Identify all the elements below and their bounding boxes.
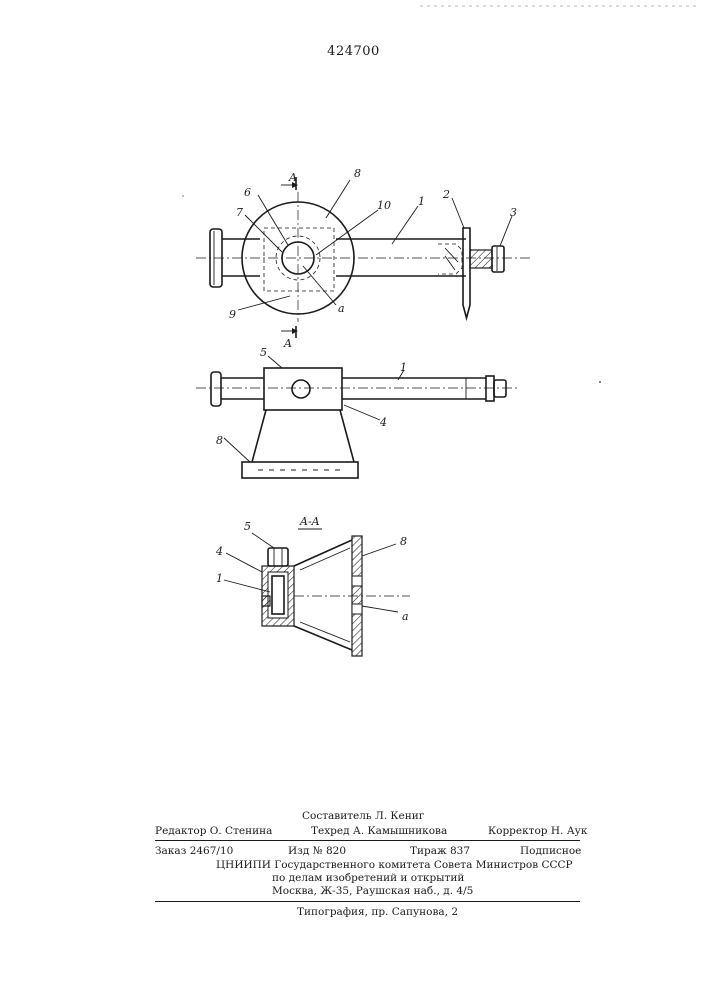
imprint-rule-bottom [155,901,580,902]
label-2: 2 [442,188,450,201]
label-1-section: 1 [216,572,223,585]
subscription: Подписное [520,845,581,857]
label-A-bottom: A [283,337,292,350]
label-9: 9 [229,308,236,321]
label-3: 3 [510,206,517,219]
label-4: 4 [379,416,387,429]
label-6: 6 [244,186,251,199]
corrector: Корректор Н. Аук [488,825,587,837]
printer: Типография, пр. Сапунова, 2 [297,906,458,918]
editor: Редактор О. Стенина [155,825,272,837]
label-a: a [338,302,345,315]
label-4-section: 4 [215,545,223,558]
label-8-side: 8 [216,434,223,447]
label-8: 8 [354,167,361,180]
label-8-section: 8 [400,535,407,548]
label-7: 7 [236,206,243,219]
compiler: Составитель Л. Кениг [302,810,424,822]
org-line2: по делам изобретений и открытий [272,872,464,884]
techred: Техред А. Камышникова [311,825,447,837]
label-5: 5 [260,346,267,359]
label-1: 1 [418,195,425,208]
circulation: Тираж 837 [410,845,470,857]
top-view: A 8 6 10 1 2 3 7 9 a A [196,167,530,350]
label-5-section: 5 [244,520,251,533]
label-A-top: A [288,171,297,184]
technical-drawing: A 8 6 10 1 2 3 7 9 a A [0,0,707,760]
order: Заказ 2467/10 [155,845,233,857]
imprint-rule-top [155,840,580,841]
edition: Изд № 820 [288,845,346,857]
side-view: 5 1 4 8 [196,346,520,478]
section-view: A-A 5 4 1 8 a [215,515,410,656]
section-title: A-A [299,515,320,528]
label-a-section: a [402,610,409,623]
label-1-side: 1 [400,361,407,374]
org-line1: ЦНИИПИ Государственного комитета Совета … [216,859,573,871]
org-line3: Москва, Ж-35, Раушская наб., д. 4/5 [272,885,473,897]
label-10: 10 [377,199,391,212]
